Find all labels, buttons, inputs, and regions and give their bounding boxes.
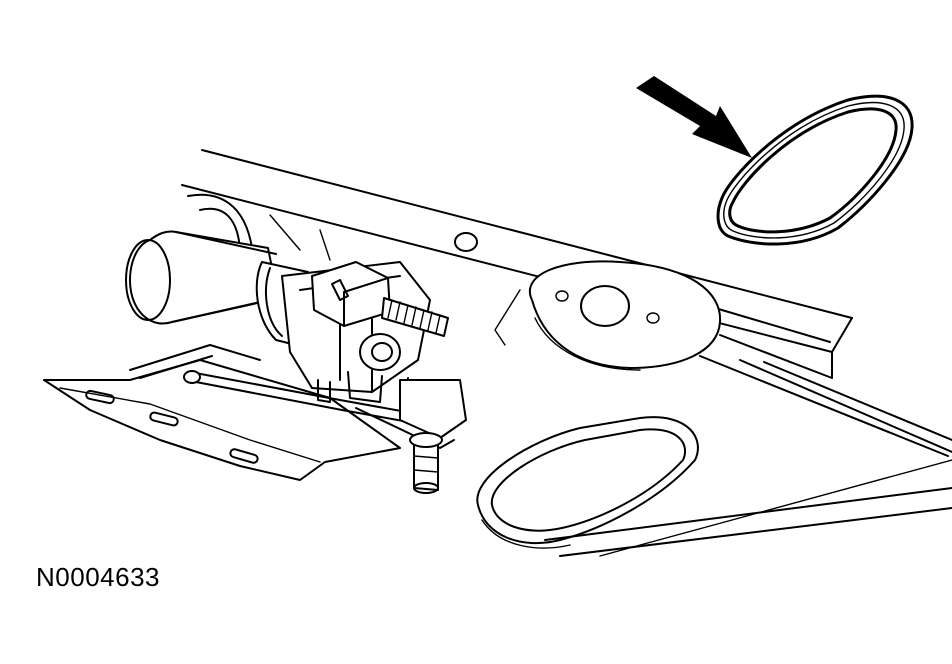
floor-opening	[476, 416, 699, 549]
arrow-pointer-icon	[636, 76, 752, 158]
figure-reference-code: N0004633	[36, 562, 160, 592]
floor-pan	[544, 355, 952, 557]
floor-bracket	[43, 344, 401, 481]
mount-boss	[529, 260, 722, 371]
valve-assembly	[125, 230, 467, 494]
gasket-seal-icon	[716, 94, 914, 246]
crossmember	[181, 149, 853, 379]
